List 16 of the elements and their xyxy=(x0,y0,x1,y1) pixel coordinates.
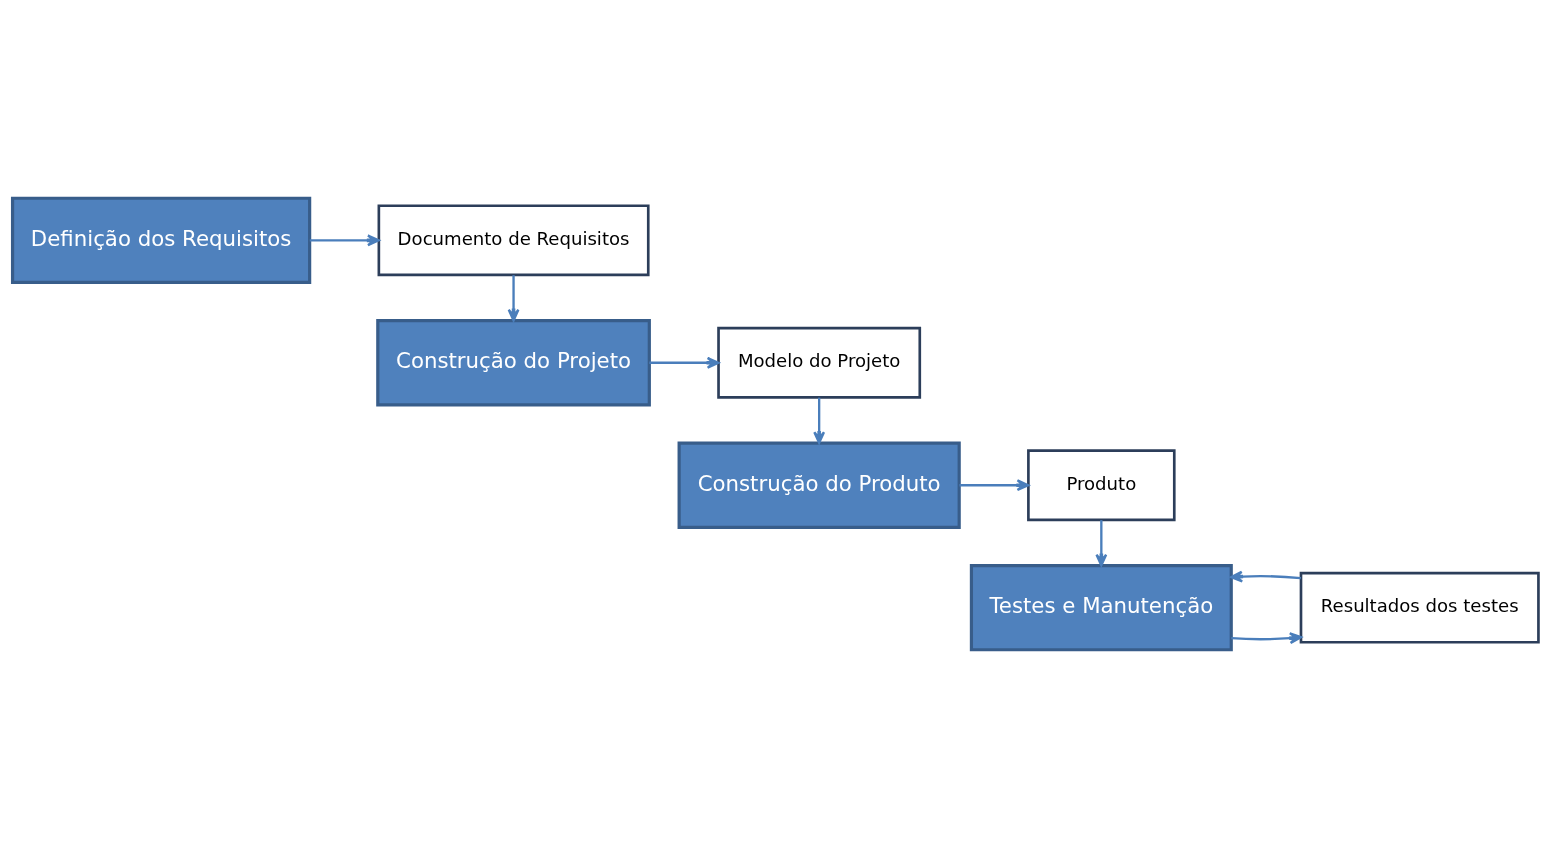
arrow xyxy=(959,478,1030,491)
arrow xyxy=(507,274,520,322)
arrow xyxy=(1230,570,1301,582)
arrow xyxy=(1231,631,1302,644)
node-box: Resultados dos testes xyxy=(1299,571,1540,644)
arrow xyxy=(309,233,380,246)
node-box: Construção do Projeto xyxy=(376,318,651,406)
node-box: Construção do Produto xyxy=(677,441,961,529)
node-box: Produto xyxy=(1027,448,1176,521)
arrow xyxy=(1095,519,1108,566)
arrow xyxy=(649,356,720,369)
node-box: Testes e Manutenção xyxy=(969,563,1233,651)
node-box: Documento de Requisitos xyxy=(377,203,650,276)
arrow xyxy=(813,397,826,444)
node-box: Modelo do Projeto xyxy=(717,326,922,399)
node-box: Definição dos Requisitos xyxy=(10,196,312,284)
